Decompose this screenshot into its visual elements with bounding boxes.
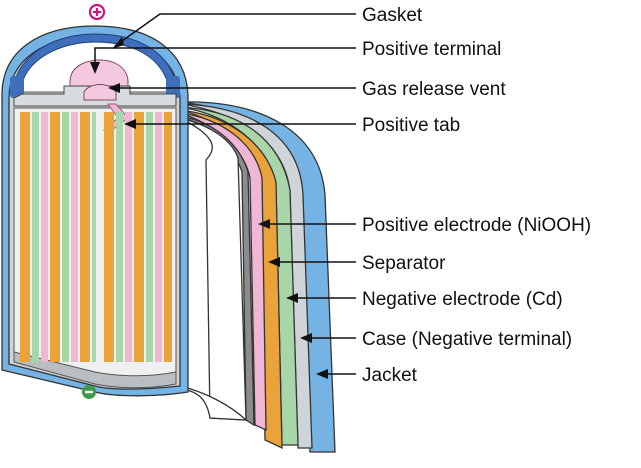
electrode-stripe (41, 112, 48, 362)
label-positive-tab: Positive tab (362, 115, 460, 136)
label-jacket: Jacket (362, 365, 418, 386)
electrode-stripe (116, 112, 123, 362)
arrow-negative-electrode (286, 293, 298, 303)
electrode-stripe (32, 112, 39, 362)
electrode-stripe (125, 112, 132, 362)
arrow-gasket (112, 37, 124, 49)
leader-gasket (114, 13, 356, 47)
electrode-stripe (92, 112, 96, 362)
cylinder-body (1, 25, 189, 397)
electrode-stripe (20, 112, 30, 362)
electrode-stripe (104, 112, 114, 362)
arrow-positive-electrode (258, 219, 270, 229)
electrode-stripe (134, 112, 144, 362)
label-gasket: Gasket (362, 5, 423, 26)
electrode-stripe (155, 112, 162, 362)
electrode-stripe (62, 112, 69, 362)
label-separator: Separator (362, 253, 446, 274)
arrow-case (300, 333, 312, 343)
gas-release-vent (83, 84, 117, 101)
white-sheet-layer (179, 117, 247, 421)
leader-lines (90, 13, 356, 379)
arrow-separator (268, 257, 280, 267)
electrode-stripe (71, 112, 78, 362)
arrow-positive-terminal (90, 62, 100, 74)
label-gas-release-vent: Gas release vent (362, 79, 506, 100)
label-negative-electrode: Negative electrode (Cd) (362, 289, 563, 310)
arrow-gas-release-vent (108, 83, 120, 93)
label-positive-electrode: Positive electrode (NiOOH) (362, 215, 591, 236)
labels: Gasket Positive terminal Gas release ven… (362, 5, 591, 386)
cell-bottom-cup (13, 351, 177, 389)
label-positive-terminal: Positive terminal (362, 39, 501, 60)
electrode-stripe (50, 112, 60, 362)
white-sheet-bottom-curl (179, 385, 248, 421)
negative-symbol (82, 385, 96, 399)
unrolled-layers (179, 101, 336, 453)
gasket-right-foot (166, 76, 180, 98)
positive-symbol (88, 3, 106, 21)
electrode-stripe (146, 112, 153, 362)
electrode-stripe (80, 112, 90, 362)
arrow-positive-tab (124, 119, 136, 129)
negative-electrode-layer (179, 106, 299, 446)
arrow-jacket (316, 369, 328, 379)
gasket-left-foot (10, 76, 24, 98)
label-case: Case (Negative terminal) (362, 329, 572, 350)
electrode-stripes (20, 112, 172, 362)
electrode-stripe (164, 112, 172, 362)
